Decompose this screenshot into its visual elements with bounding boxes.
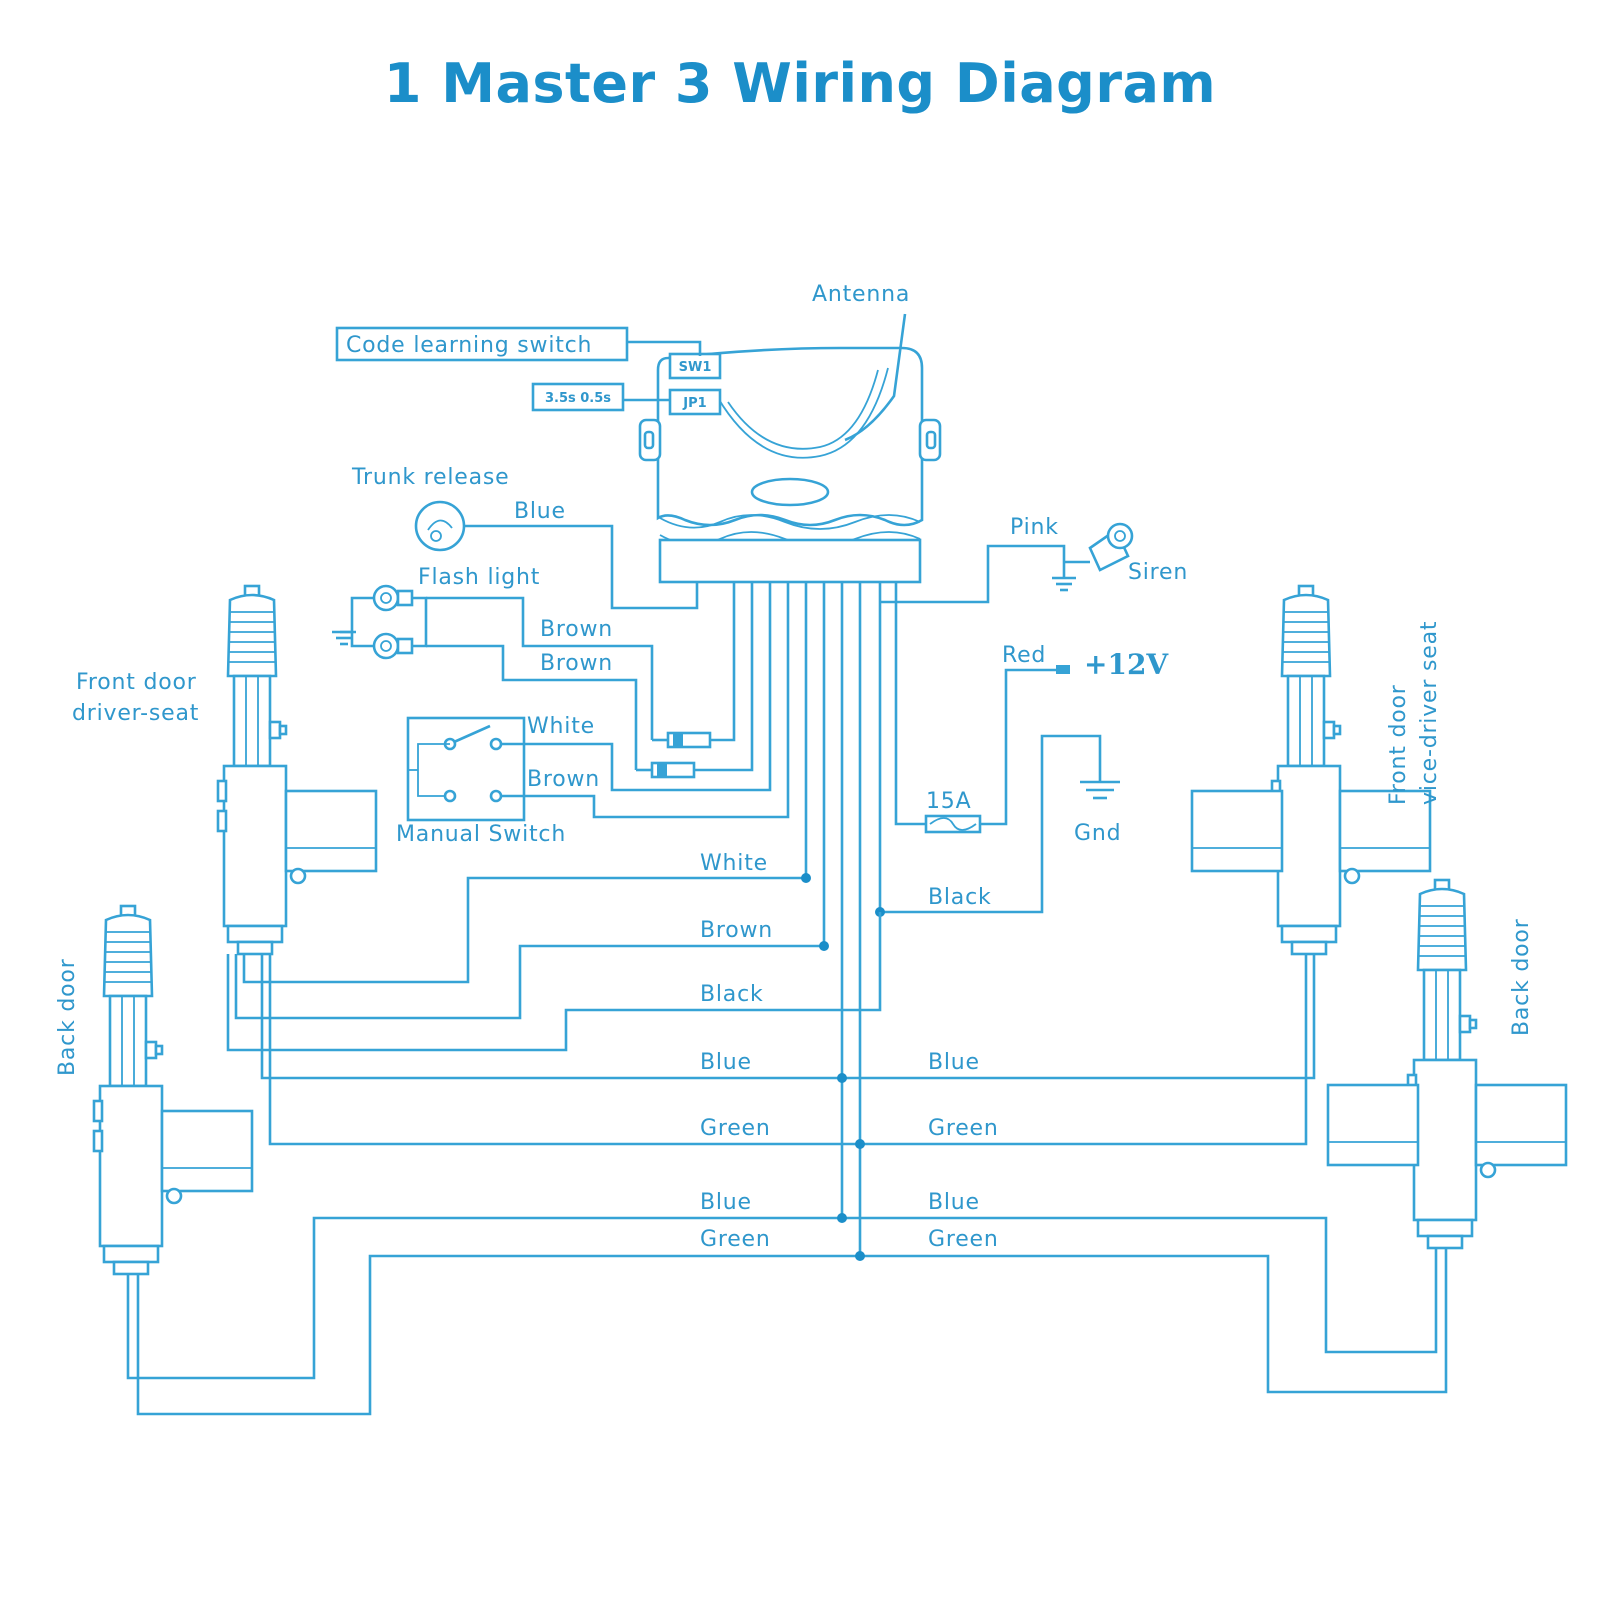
wire-green-right-2: Green bbox=[928, 1227, 999, 1252]
ground-icon bbox=[1080, 780, 1120, 800]
front-driver-label-2: driver-seat bbox=[72, 701, 199, 726]
front-driver-label-1: Front door bbox=[76, 670, 197, 695]
siren-icon bbox=[1052, 522, 1134, 592]
wire-driver-brown: Brown bbox=[700, 918, 773, 943]
wire-siren-pink: Pink bbox=[1010, 515, 1059, 540]
code-learning-switch-label: Code learning switch bbox=[346, 333, 592, 358]
ground-label: Gnd bbox=[1074, 821, 1121, 846]
manual-switch-label: Manual Switch bbox=[396, 822, 566, 847]
back-door-left-label: Back door bbox=[55, 958, 80, 1076]
fuse-icon bbox=[924, 814, 982, 834]
fuse-label: 15A bbox=[926, 789, 971, 814]
antenna-icon bbox=[844, 313, 907, 442]
jp1-timing-label: 3.5s 0.5s bbox=[545, 391, 611, 406]
wire-green-left-1: Green bbox=[700, 1116, 771, 1141]
manual-switch-icon bbox=[406, 716, 526, 822]
sw1-label: SW1 bbox=[679, 360, 712, 375]
trunk-release-icon bbox=[414, 500, 466, 552]
power-terminal-icon bbox=[1056, 665, 1070, 674]
flash-light-icon bbox=[332, 584, 428, 660]
jp1-label: JP1 bbox=[682, 396, 706, 411]
wire-trunk-blue: Blue bbox=[514, 499, 566, 524]
actuator-back-right bbox=[1406, 878, 1568, 1250]
wire-green-left-2: Green bbox=[700, 1227, 771, 1252]
diagram-title: 1 Master 3 Wiring Diagram bbox=[383, 52, 1217, 115]
wire-switch-white: White bbox=[527, 714, 595, 739]
wire-gnd-black: Black bbox=[928, 885, 992, 910]
wire-switch-brown: Brown bbox=[527, 767, 600, 792]
control-box bbox=[638, 346, 942, 584]
back-door-right-label: Back door bbox=[1509, 918, 1534, 1036]
trunk-release-label: Trunk release bbox=[351, 465, 510, 490]
flash-light-label: Flash light bbox=[418, 565, 540, 590]
code-learning-switch-box bbox=[335, 326, 629, 362]
wire-green-right-1: Green bbox=[928, 1116, 999, 1141]
wire-flash-brown-1: Brown bbox=[540, 617, 613, 642]
jp1-timing-box bbox=[531, 382, 625, 412]
actuator-front-vice-box bbox=[1190, 789, 1284, 873]
wire-driver-white: White bbox=[700, 851, 768, 876]
actuator-back-right-box bbox=[1326, 1083, 1420, 1167]
wire-driver-black: Black bbox=[700, 982, 764, 1007]
wire-blue-left-1: Blue bbox=[700, 1050, 752, 1075]
wire-blue-left-2: Blue bbox=[700, 1190, 752, 1215]
front-vice-label-1: Front door bbox=[1386, 684, 1411, 805]
wire-blue-right-1: Blue bbox=[928, 1050, 980, 1075]
wire-flash-brown-2: Brown bbox=[540, 651, 613, 676]
wire-power-red: Red bbox=[1002, 643, 1046, 668]
front-vice-label-2: vice-driver seat bbox=[1417, 621, 1442, 805]
wire-blue-right-2: Blue bbox=[928, 1190, 980, 1215]
antenna-label: Antenna bbox=[812, 282, 910, 307]
power-label: +12V bbox=[1084, 648, 1169, 681]
siren-label: Siren bbox=[1128, 560, 1188, 585]
